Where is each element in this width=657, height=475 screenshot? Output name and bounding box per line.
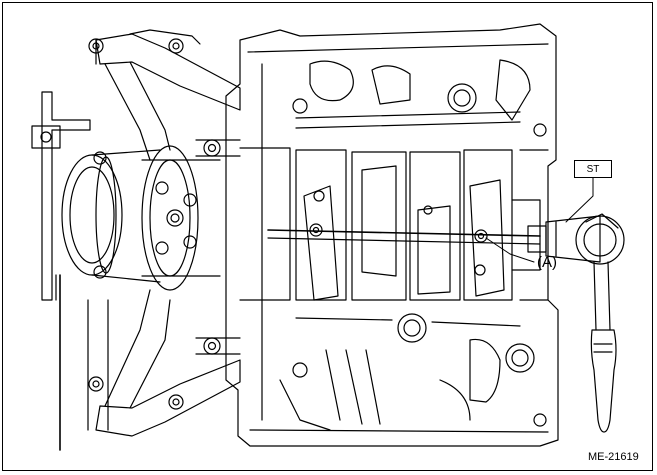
- callout-a-leader: [485, 237, 535, 263]
- figure-id: ME-21619: [588, 451, 639, 463]
- special-tool-text: ST: [586, 163, 600, 175]
- pulley-assembly: [61, 145, 221, 291]
- holder-arms: [87, 29, 241, 437]
- mounting-bracket: [31, 91, 91, 451]
- special-tool-label: ST: [574, 160, 612, 178]
- cylinder-block: [225, 23, 559, 447]
- callout-a-label: (A): [537, 254, 557, 271]
- ratchet-wrench: [527, 177, 625, 433]
